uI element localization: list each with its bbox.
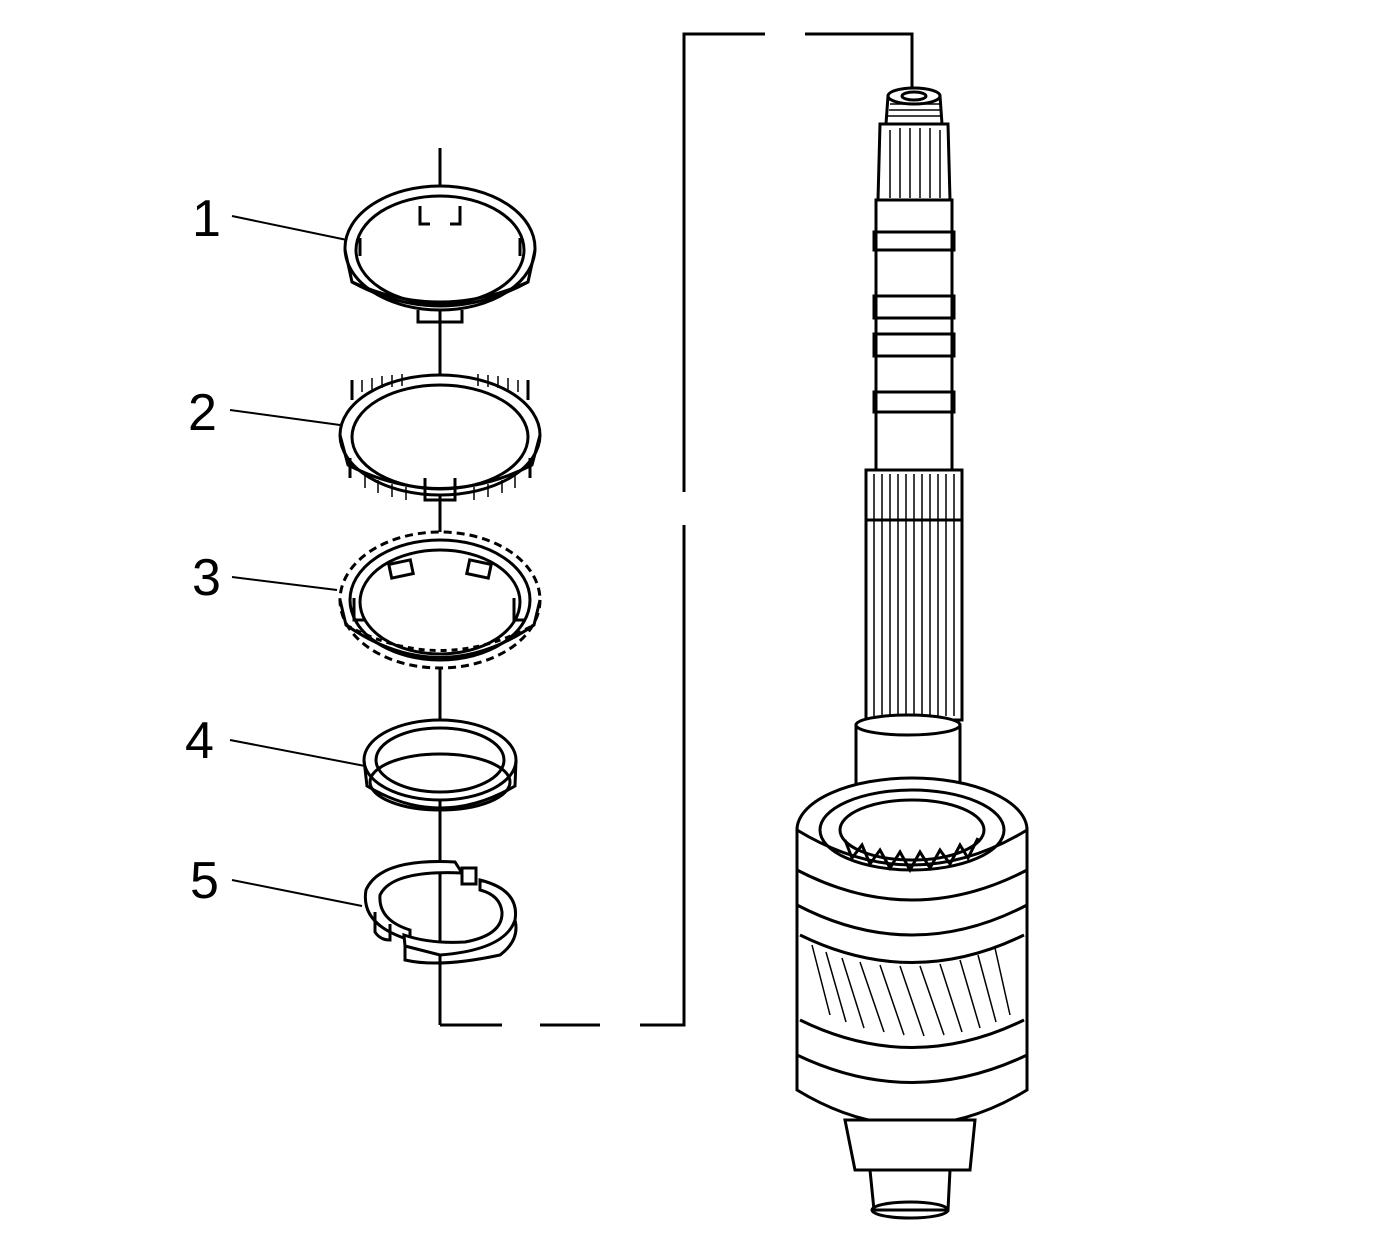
part-3-toothed-ring — [338, 530, 542, 670]
callout-number-5: 5 — [190, 852, 219, 910]
part-2-cone — [338, 373, 542, 502]
leader-line-3 — [231, 576, 338, 591]
part-5-snap-ring — [363, 860, 518, 965]
leader-line-2 — [229, 409, 341, 426]
callout-number-3: 3 — [192, 549, 221, 607]
main-shaft — [795, 86, 1029, 1220]
leader-line-4 — [229, 739, 366, 767]
callout-number-4: 4 — [185, 712, 214, 770]
part-4-ring — [362, 718, 518, 812]
callout-4: 4 — [185, 712, 366, 770]
callout-number-1: 1 — [192, 190, 221, 248]
leader-line-1 — [231, 215, 348, 241]
callout-3: 3 — [192, 549, 338, 607]
callout-1: 1 — [192, 190, 348, 248]
leader-line-5 — [231, 879, 363, 907]
part-1-ring — [343, 184, 537, 324]
callout-5: 5 — [190, 852, 363, 910]
callout-number-2: 2 — [188, 384, 217, 442]
callout-2: 2 — [188, 384, 341, 442]
